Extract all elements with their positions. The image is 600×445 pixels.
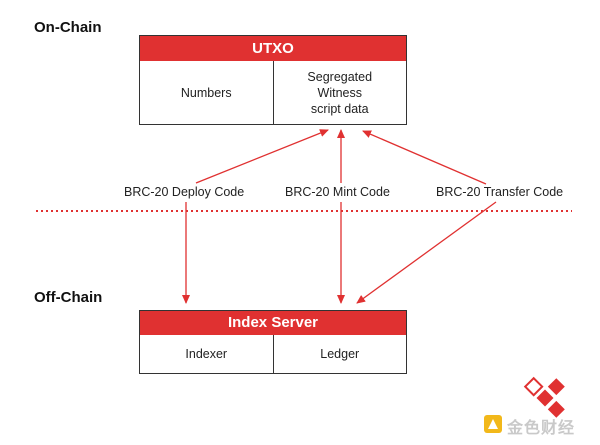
watermark-text: 金色财经: [507, 420, 576, 437]
segregated-witness-label: Segregated Witness script data: [307, 69, 373, 116]
indexer-cell: Indexer: [140, 335, 273, 373]
segregated-witness-cell: Segregated Witness script data: [272, 61, 407, 124]
index-server-header: Index Server: [140, 311, 406, 335]
on-chain-title: On-Chain: [34, 19, 102, 36]
mint-code-label: BRC-20 Mint Code: [282, 185, 393, 199]
utxo-box: UTXO Numbers Segregated Witness script d…: [139, 35, 407, 125]
ledger-label: Ledger: [320, 347, 360, 361]
transfer-to-utxo-arrow: [362, 130, 487, 185]
utxo-header: UTXO: [140, 36, 406, 61]
off-chain-title: Off-Chain: [34, 289, 103, 306]
transfer-to-index-arrow: [356, 201, 497, 304]
numbers-label: Numbers: [180, 85, 232, 100]
numbers-cell: Numbers: [140, 61, 273, 124]
deploy-code-label: BRC-20 Deploy Code: [121, 185, 248, 199]
transfer-code-label: BRC-20 Transfer Code: [433, 185, 567, 199]
indexer-label: Indexer: [185, 347, 228, 361]
deploy-to-utxo-arrow: [195, 129, 329, 184]
ledger-cell: Ledger: [272, 335, 407, 373]
index-server-box: Index Server Indexer Ledger: [139, 310, 407, 374]
